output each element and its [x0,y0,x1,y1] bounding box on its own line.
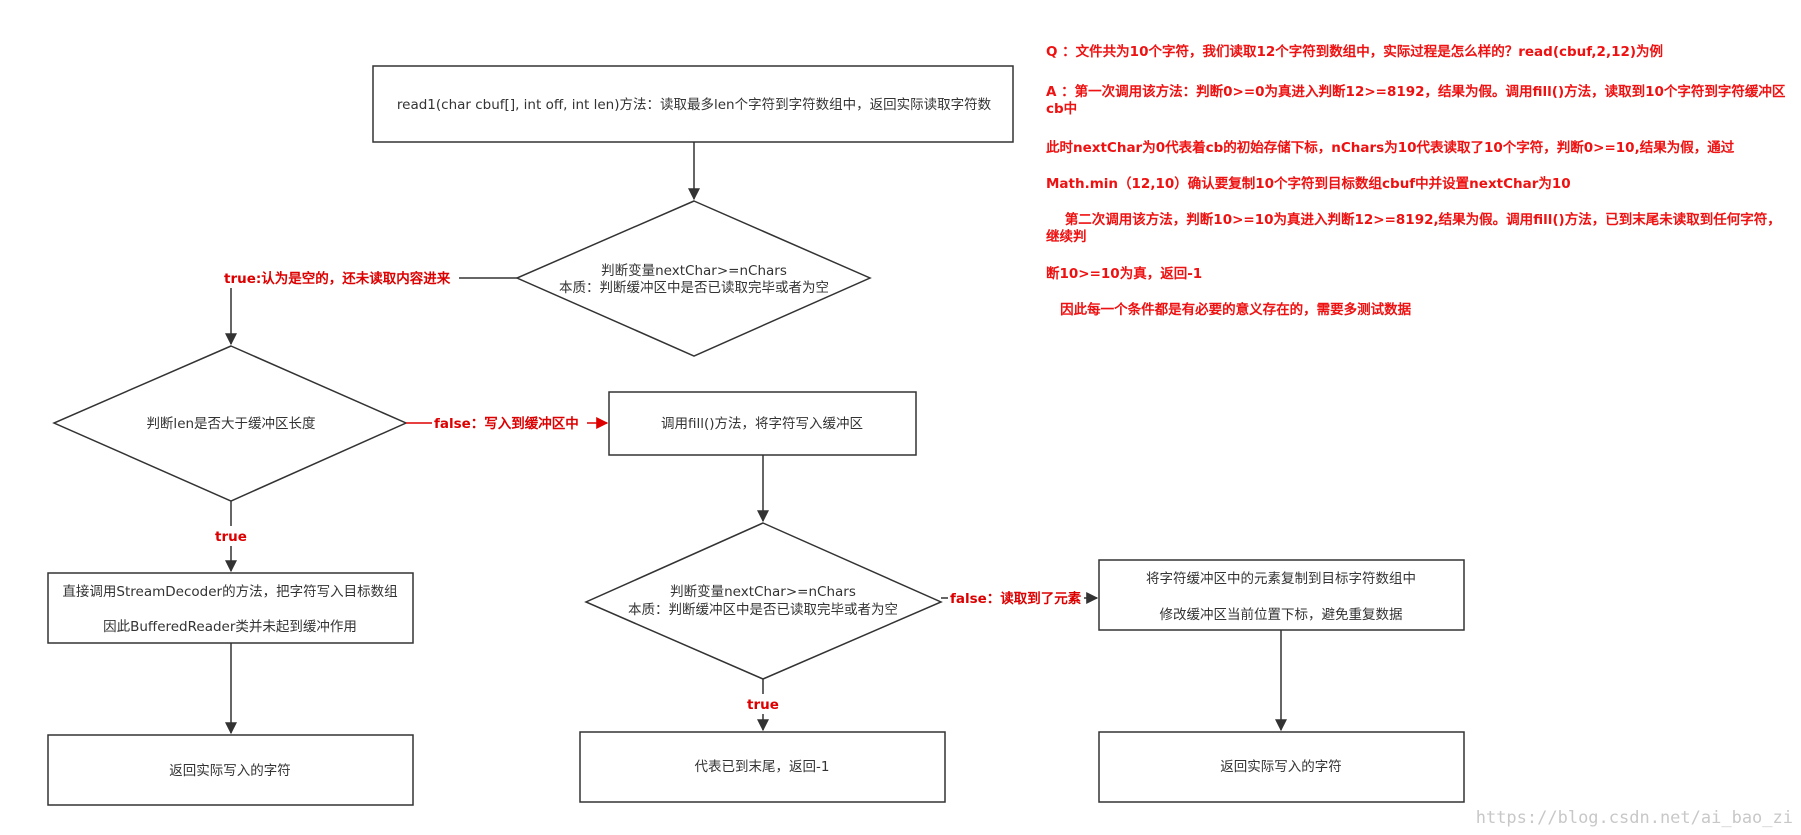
return-right-box [1098,731,1465,803]
start-box [372,65,1014,143]
copy-box [1098,559,1465,631]
label-decision3-true: true [747,697,779,713]
decision3-text-1: 判断变量nextChar>=nChars [670,584,856,600]
note-conclusion: 因此每一个条件都是有必要的意义存在的，需要多测试数据 [1046,302,1412,318]
direct-box [47,572,414,644]
return-right-text: 返回实际写入的字符 [1220,759,1342,775]
eof-box [579,731,946,803]
decision1-text-2: 本质：判断缓冲区中是否已读取完毕或者为空 [559,280,829,296]
decision3-text-2: 本质：判断缓冲区中是否已读取完毕或者为空 [628,602,898,618]
start-text: read1(char cbuf[], int off, int len)方法：读… [397,96,992,113]
fill-text: 调用fill()方法，将字符写入缓冲区 [661,416,863,432]
copy-text-1: 将字符缓冲区中的元素复制到目标字符数组中 [1146,570,1416,587]
direct-text-2: 因此BufferedReader类并未起到缓冲作用 [103,619,357,635]
note-answer-3: Math.min（12,10）确认要复制10个字符到目标数组cbuf中并设置ne… [1046,176,1571,192]
note-answer-2: 此时nextChar为0代表着cb的初始存储下标，nChars为10代表读取了1… [1046,140,1735,156]
return-left-text: 返回实际写入的字符 [169,763,291,779]
decision3-diamond [584,522,943,680]
return-left-box [47,734,414,806]
note-question: Q ：文件共为10个字符，我们读取12个字符到数组中，实际过程是怎么样的？rea… [1046,44,1664,60]
label-decision1-true: true:认为是空的，还未读取内容进来 [224,270,451,287]
label-decision2-true: true [215,529,247,545]
note-answer-5: 断10>=10为真，返回-1 [1046,266,1203,282]
decision2-text: 判断len是否大于缓冲区长度 [146,416,315,432]
copy-text-2: 修改缓冲区当前位置下标，避免重复数据 [1160,606,1403,623]
direct-text-1: 直接调用StreamDecoder的方法，把字符写入目标数组 [62,583,397,600]
eof-text: 代表已到末尾，返回-1 [695,759,830,775]
label-decision3-false: false：读取到了元素 [950,590,1082,607]
watermark: https://blog.csdn.net/ai_bao_zi [1476,808,1793,828]
label-decision2-false: false：写入到缓冲区中 [434,415,579,432]
decision1-diamond [515,200,872,357]
note-answer-1: A ：第一次调用该方法：判断0>=0为真进入判断12>=8192，结果为假。调用… [1046,84,1786,117]
note-answer-4: 第二次调用该方法，判断10>=10为真进入判断12>=8192,结果为假。调用f… [1046,212,1781,245]
decision1-text-1: 判断变量nextChar>=nChars [601,263,787,279]
